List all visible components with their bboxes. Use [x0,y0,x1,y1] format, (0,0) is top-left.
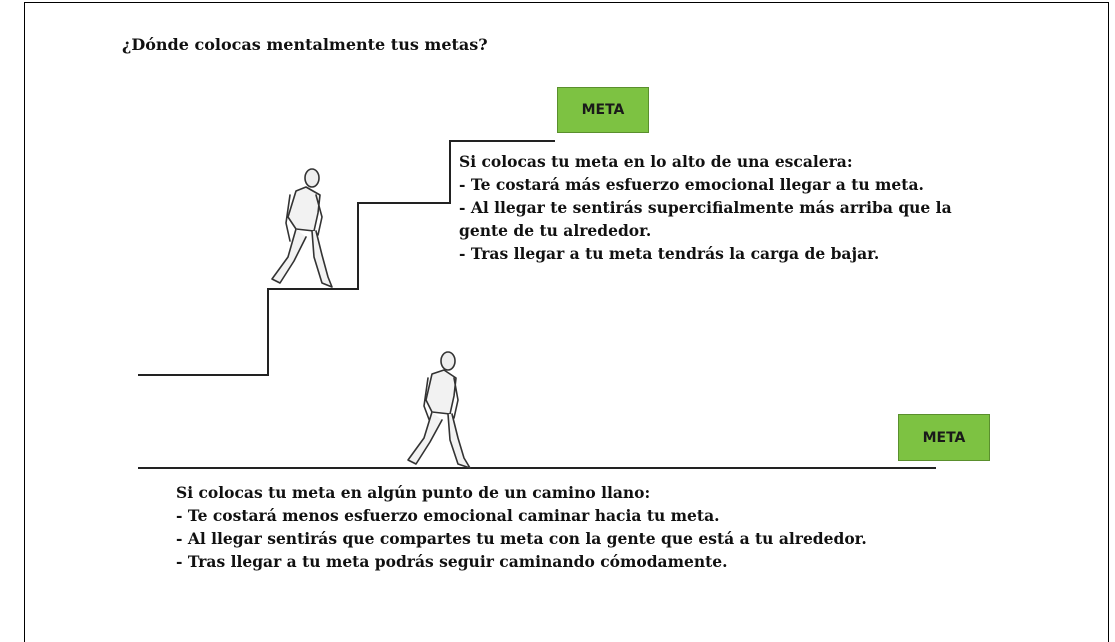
road-line: Si colocas tu meta en algún punto de un … [176,483,651,502]
walking-man-icon [407,351,471,469]
road-explanation: Si colocas tu meta en algún punto de un … [176,481,867,573]
staircase-line [138,140,555,376]
stairs-line: - Te costará más esfuerzo emocional lleg… [459,175,924,194]
image-frame [24,2,1109,642]
page-title: ¿Dónde colocas mentalmente tus metas? [122,35,488,54]
stairs-line: gente de tu alrededor. [459,221,652,240]
meta-goal-box-top: META [557,87,649,133]
stairs-line: - Al llegar te sentirás supercifialmente… [459,198,952,217]
stairs-line: Si colocas tu meta en lo alto de una esc… [459,152,853,171]
road-line: - Te costará menos esfuerzo emocional ca… [176,506,720,525]
road-line: - Tras llegar a tu meta podrás seguir ca… [176,552,728,571]
meta-goal-box-bottom: META [898,414,990,461]
stairs-explanation: Si colocas tu meta en lo alto de una esc… [459,150,952,265]
diagram-scene [138,140,936,469]
road-line: - Al llegar sentirás que compartes tu me… [176,529,867,548]
stairs-line: - Tras llegar a tu meta tendrás la carga… [459,244,880,263]
walking-man-icon [271,168,333,288]
